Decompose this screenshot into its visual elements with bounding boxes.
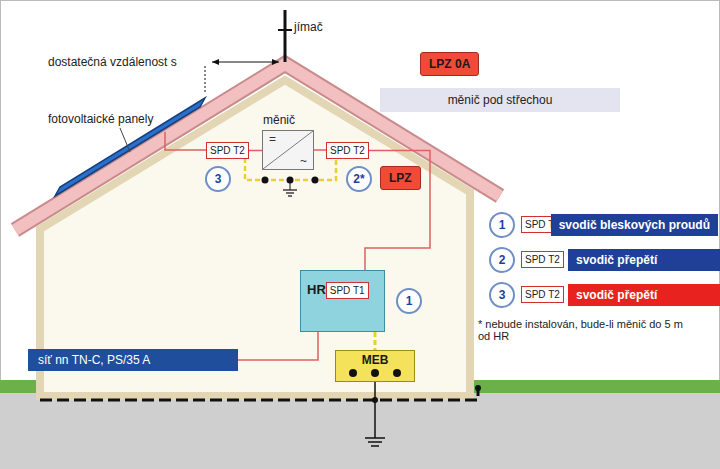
terminal-dot [262,177,269,184]
callout-number: 3 [205,166,231,192]
ac-symbol: ~ [300,154,307,168]
grid-supply-band: síť nn TN-C, PS/35 A [28,349,238,371]
part-label: fotovoltaické panely [48,112,153,126]
node-text: 1 [406,294,413,308]
dimension-label: dostatečná vzdálenost s [48,55,177,69]
distance-dimension [212,62,279,63]
node-text: SPD T2 [525,254,560,265]
part-label: jímač [294,20,323,34]
legend-swatch: svodič bleskových proudů [551,214,718,236]
pv-wire [165,132,208,150]
callout-number: 1 [396,288,422,314]
node-text: SPD T2 [525,289,560,300]
earth-symbol [368,441,382,443]
arrowhead [272,59,279,65]
node-text: 2 [499,253,506,267]
callout-number: 2 [489,247,515,273]
air-terminal [284,10,287,62]
zone-badge: LPZ 0A [420,52,479,76]
power-wire [249,150,262,152]
air-terminal [278,29,292,31]
terminal-dot [312,177,319,184]
power-wire [365,151,430,271]
dc-symbol: = [269,132,276,146]
part-label-box: jímač [294,20,323,34]
terminal-dot [372,397,378,403]
inverter-box: měnič=~ [262,130,314,170]
node-text: SPD T2 [210,145,245,156]
earth-symbol [288,195,292,196]
dimension-extension [205,66,206,92]
distribution-board: HR SPD T1 [300,270,385,332]
terminal-dot [371,369,379,377]
node-text: LPZ 0A [429,57,470,71]
earth-symbol [365,437,385,439]
legend-text: svodič bleskových proudů [559,218,710,232]
bonding-wire [374,332,377,350]
spd-box: SPD T2 [326,142,369,159]
node-text: SPD T2 [330,145,365,156]
earth-rod [374,382,376,438]
bonding-bar: MEB [335,350,415,382]
legend-text: svodič přepětí [576,288,657,302]
spd-box: SPD T2 [521,286,564,303]
foundation-earth [40,388,478,400]
earth-symbol [286,192,294,193]
leader-line [120,128,130,152]
power-wire [238,332,318,360]
earth-symbol [283,189,297,190]
spd-box: SPD T1 [326,282,369,299]
part-label-box: fotovoltaické panely [48,112,153,126]
note: * nebude instalován, bude-li měnič do 5 … [478,318,683,342]
node-text: LPZ [389,171,412,185]
arrowhead [212,59,219,65]
legend-text: svodič přepětí [576,253,657,267]
earth-symbol [371,445,379,447]
node-heading: měnič [263,113,295,127]
node-text: SPD T1 [330,285,365,296]
terminal-dots [342,369,408,377]
node-text: měnič pod střechou [448,93,553,107]
node-text: 3 [499,288,506,302]
terminal-dot [349,369,357,377]
node-text: MEB [362,353,389,367]
node-text: 3 [215,172,222,186]
callout-number: 2* [346,166,372,192]
legend-swatch: svodič přepětí [568,249,720,271]
node-text: HR [307,282,326,297]
power-wire [314,149,326,151]
node-text: 1 [499,218,506,232]
dimension-label-box: dostatečná vzdálenost s [48,55,177,69]
zone-badge: LPZ [380,166,421,190]
callout-number: 1 [489,212,515,238]
legend-swatch: svodič přepětí [568,284,720,306]
terminal-dot [393,369,401,377]
zone-band: měnič pod střechou [380,88,620,112]
ground [0,392,720,469]
earth-symbol [290,180,291,190]
spd-box: SPD T2 [206,142,249,159]
node-text: síť nn TN-C, PS/35 A [38,353,150,367]
callout-number: 3 [489,282,515,308]
spd-box: SPD T2 [521,251,564,268]
terminal-dot [475,385,481,391]
node-text: 2* [353,172,364,186]
note-box: * nebude instalován, bude-li měnič do 5 … [478,318,693,342]
